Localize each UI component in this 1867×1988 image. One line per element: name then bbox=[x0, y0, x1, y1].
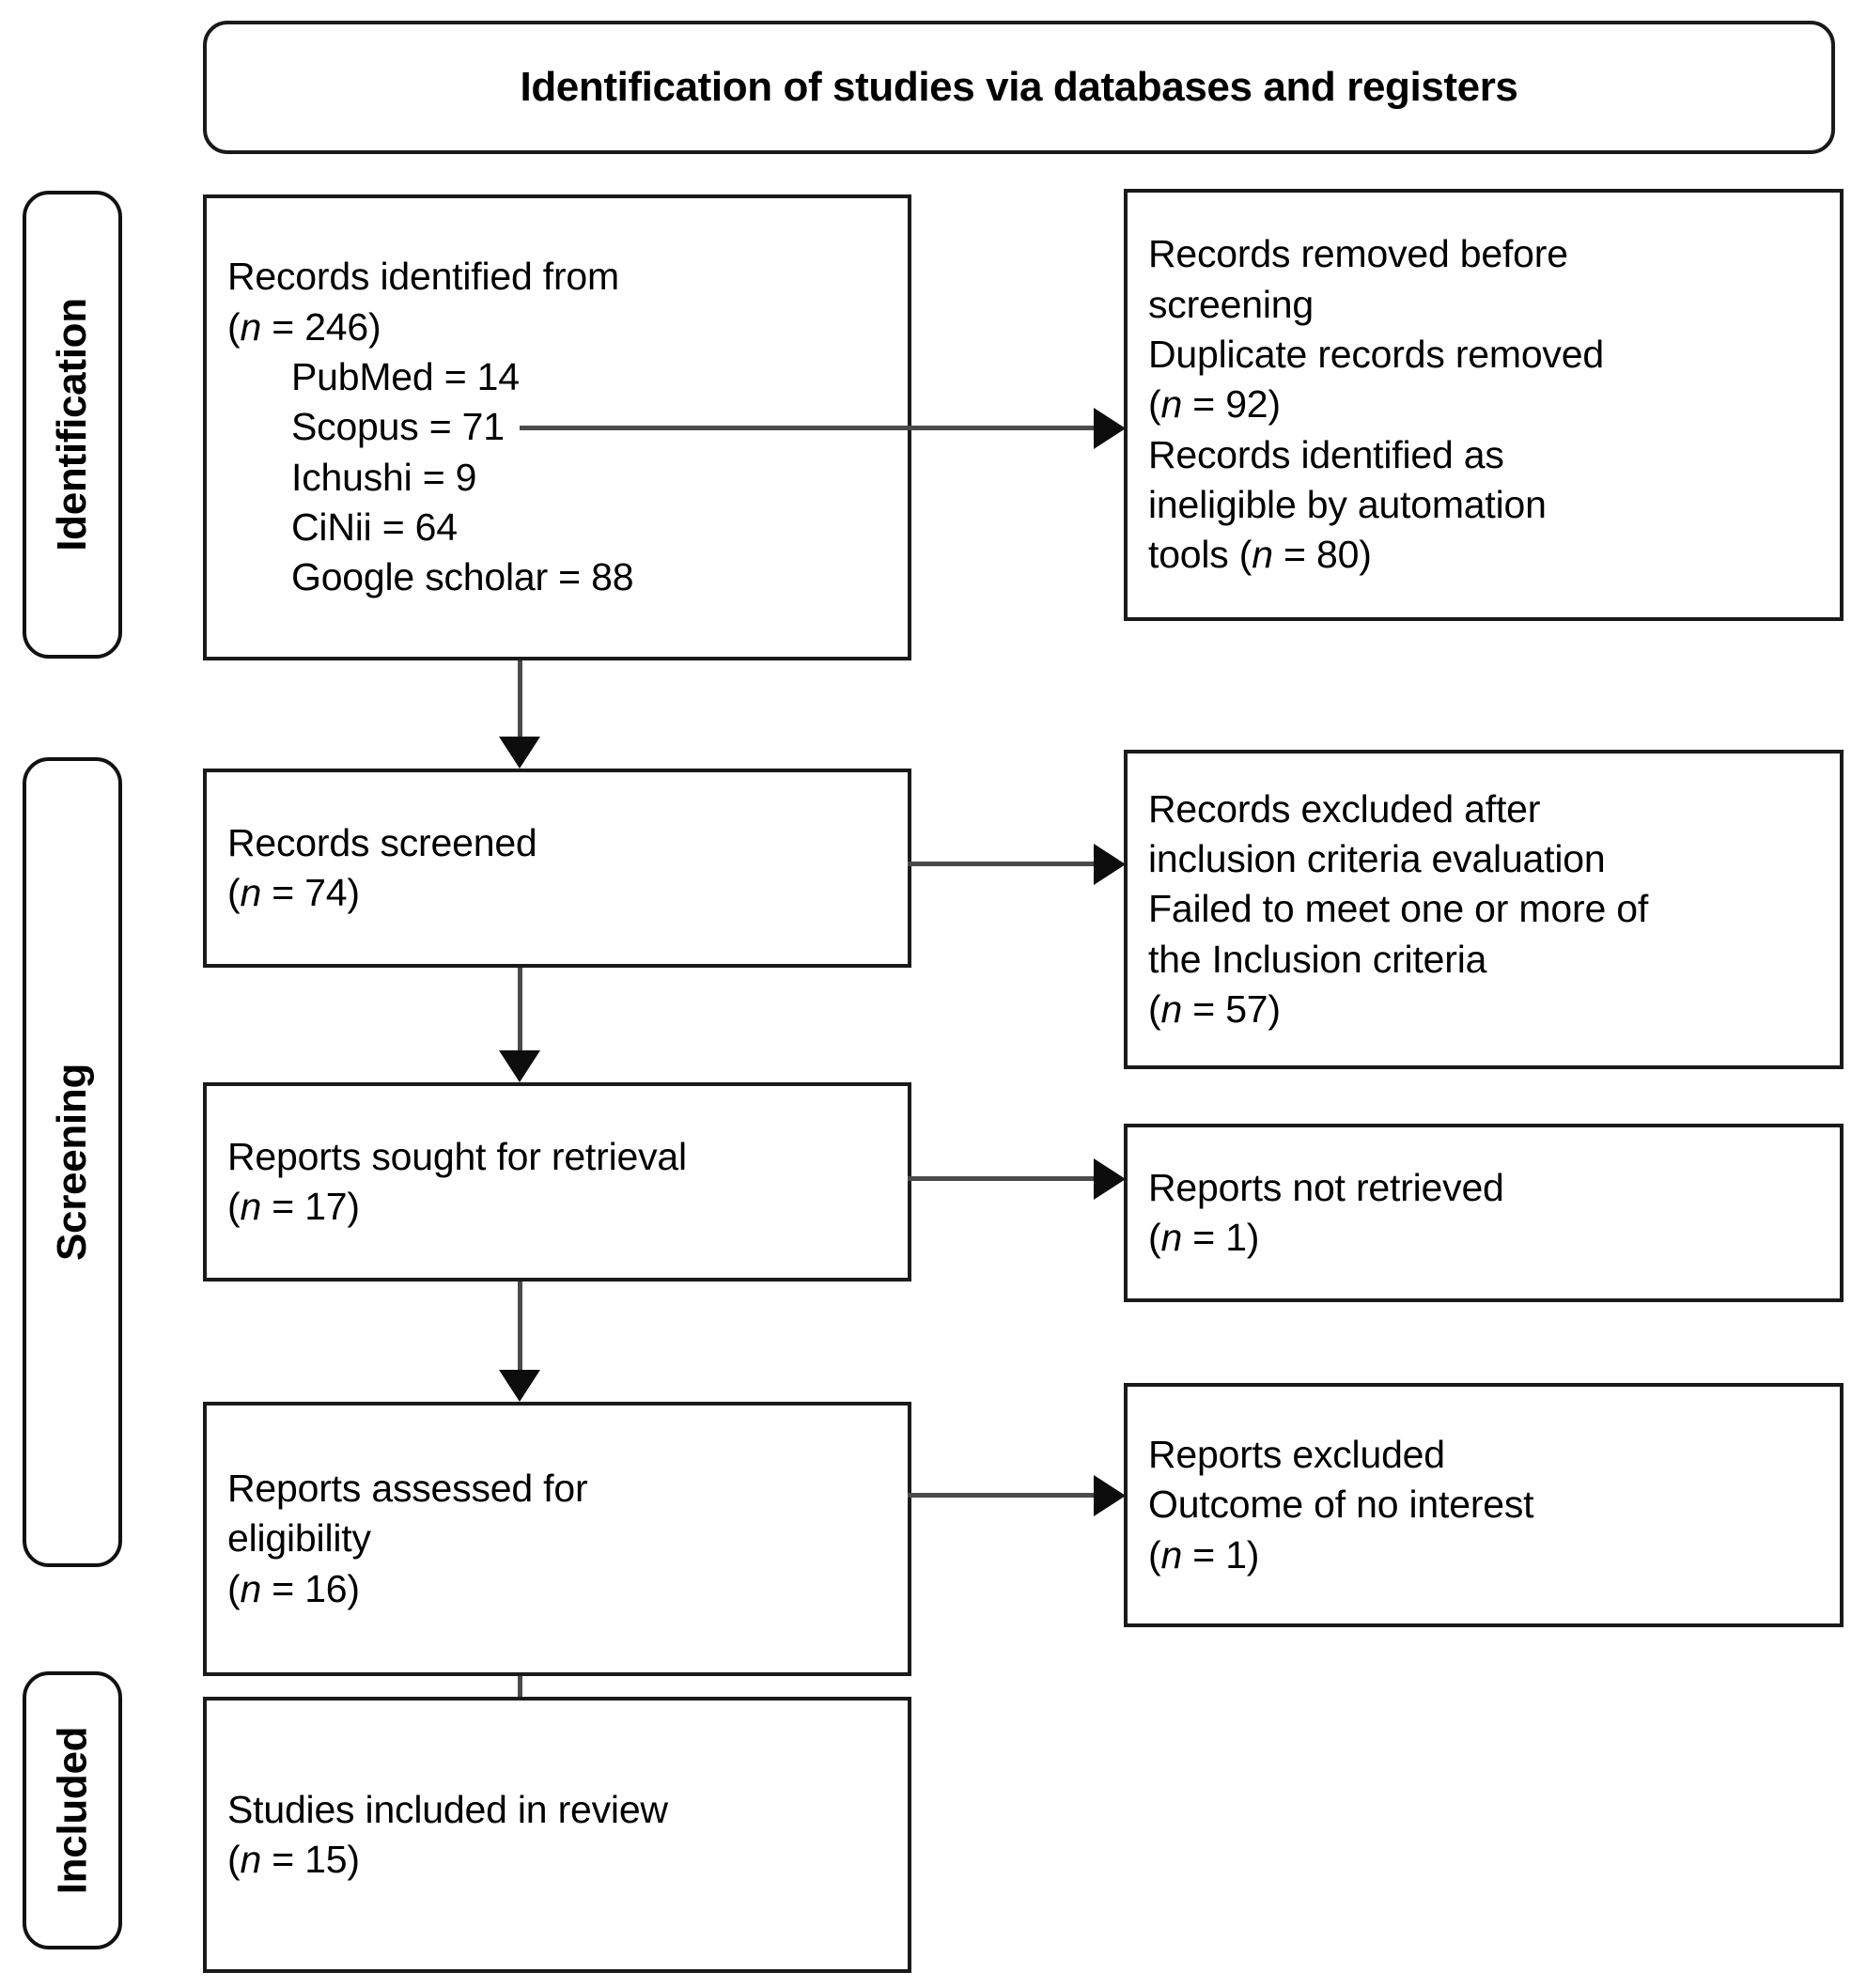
box-records-screened: Records screened (n = 74) bbox=[203, 769, 911, 968]
records-removed-tools-pre: tools ( bbox=[1148, 533, 1252, 577]
studies-included-n-symbol: n bbox=[240, 1838, 262, 1881]
source-ichushi: Ichushi = 9 bbox=[291, 455, 477, 499]
box-reports-not-retrieved: Reports not retrieved (n = 1) bbox=[1124, 1124, 1844, 1302]
box-reports-not-retrieved-text: Reports not retrieved (n = 1) bbox=[1128, 1163, 1840, 1264]
reports-not-retrieved-n-post: = 1) bbox=[1182, 1216, 1260, 1259]
source-google-scholar: Google scholar = 88 bbox=[291, 555, 634, 599]
reports-excluded-n-symbol: n bbox=[1160, 1532, 1183, 1576]
arrowhead-sought-to-not-retrieved bbox=[1094, 1158, 1126, 1200]
records-identified-n-symbol: n bbox=[240, 304, 262, 349]
box-reports-sought-text: Reports sought for retrieval (n = 17) bbox=[207, 1132, 908, 1233]
reports-excluded-line2: Outcome of no interest bbox=[1148, 1483, 1534, 1527]
studies-included-line1: Studies included in review bbox=[227, 1787, 668, 1831]
source-scopus: Scopus = 71 bbox=[291, 405, 505, 449]
records-screened-n-symbol: n bbox=[240, 871, 262, 914]
records-identified-n-pre: ( bbox=[227, 304, 241, 349]
reports-not-retrieved-line1: Reports not retrieved bbox=[1148, 1165, 1504, 1209]
box-reports-sought: Reports sought for retrieval (n = 17) bbox=[203, 1082, 911, 1281]
box-studies-included-text: Studies included in review (n = 15) bbox=[207, 1785, 908, 1886]
records-removed-tools-post: = 80) bbox=[1272, 533, 1372, 577]
connector-screened-to-excluded bbox=[908, 862, 1102, 866]
page-title: Identification of studies via databases … bbox=[520, 64, 1518, 111]
source-pubmed: PubMed = 14 bbox=[291, 355, 520, 399]
stage-label-identification: Identification bbox=[23, 191, 122, 659]
reports-excluded-n-post: = 1) bbox=[1182, 1532, 1260, 1576]
records-excluded-line1: Records excluded after bbox=[1148, 786, 1541, 831]
reports-sought-n-symbol: n bbox=[240, 1185, 262, 1228]
reports-not-retrieved-n-symbol: n bbox=[1160, 1216, 1183, 1259]
diagram-title-box: Identification of studies via databases … bbox=[203, 21, 1835, 154]
records-excluded-n-symbol: n bbox=[1160, 986, 1183, 1031]
source-cinii: CiNii = 64 bbox=[291, 505, 458, 549]
connector-sought-to-assessed bbox=[518, 1281, 522, 1374]
records-removed-tools-n-symbol: n bbox=[1252, 533, 1273, 577]
reports-not-retrieved-n-pre: ( bbox=[1148, 1216, 1161, 1259]
arrowhead-assessed-to-excluded bbox=[1094, 1475, 1126, 1516]
reports-assessed-n-post: = 16) bbox=[261, 1566, 360, 1610]
records-removed-line2: screening bbox=[1148, 282, 1314, 326]
studies-included-n-post: = 15) bbox=[261, 1838, 360, 1881]
connector-assessed-to-excluded bbox=[908, 1493, 1102, 1498]
connector-sought-to-not-retrieved bbox=[908, 1176, 1102, 1181]
records-screened-line1: Records screened bbox=[227, 820, 537, 864]
arrowhead-screened-to-sought bbox=[499, 1050, 540, 1082]
records-excluded-line3: Failed to meet one or more of bbox=[1148, 887, 1649, 931]
connector-identified-to-removed bbox=[520, 426, 1102, 430]
records-identified-n-post: = 246) bbox=[261, 304, 381, 349]
records-removed-line5: Records identified as bbox=[1148, 432, 1504, 476]
records-removed-line3: Duplicate records removed bbox=[1148, 333, 1604, 377]
stage-label-included: Included bbox=[23, 1671, 122, 1949]
box-studies-included: Studies included in review (n = 15) bbox=[203, 1697, 911, 1973]
reports-excluded-line1: Reports excluded bbox=[1148, 1433, 1445, 1477]
records-removed-line1: Records removed before bbox=[1148, 232, 1568, 276]
box-records-excluded-text: Records excluded after inclusion criteria… bbox=[1128, 784, 1840, 1034]
records-excluded-n-pre: ( bbox=[1148, 986, 1161, 1031]
box-records-screened-text: Records screened (n = 74) bbox=[207, 818, 908, 919]
reports-assessed-line2: eligibility bbox=[227, 1516, 371, 1561]
reports-assessed-n-symbol: n bbox=[240, 1566, 262, 1610]
stage-label-identification-text: Identification bbox=[49, 298, 96, 551]
connector-identified-to-screened bbox=[518, 660, 522, 740]
box-records-identified-text: Records identified from (n = 246) PubMed =… bbox=[207, 252, 908, 602]
records-excluded-n-post: = 57) bbox=[1182, 986, 1281, 1031]
arrowhead-identified-to-screened bbox=[499, 737, 540, 769]
records-screened-n-post: = 74) bbox=[261, 871, 360, 914]
stage-label-screening-text: Screening bbox=[49, 1063, 96, 1262]
records-removed-n-pre: ( bbox=[1148, 382, 1161, 427]
connector-screened-to-sought bbox=[518, 968, 522, 1054]
records-removed-n-symbol: n bbox=[1160, 382, 1183, 427]
box-reports-assessed-text: Reports assessed for eligibility (n = 16) bbox=[207, 1464, 908, 1614]
studies-included-n-pre: ( bbox=[227, 1838, 241, 1881]
records-removed-n-post: = 92) bbox=[1182, 382, 1281, 427]
reports-sought-n-post: = 17) bbox=[261, 1185, 360, 1228]
records-excluded-line4: the Inclusion criteria bbox=[1148, 937, 1487, 981]
reports-excluded-n-pre: ( bbox=[1148, 1532, 1161, 1576]
reports-sought-n-pre: ( bbox=[227, 1185, 241, 1228]
records-identified-line1: Records identified from bbox=[227, 255, 619, 299]
records-excluded-line2: inclusion criteria evaluation bbox=[1148, 837, 1606, 881]
arrowhead-sought-to-assessed bbox=[499, 1370, 540, 1402]
box-reports-assessed: Reports assessed for eligibility (n = 16) bbox=[203, 1402, 911, 1676]
arrowhead-screened-to-excluded bbox=[1094, 844, 1126, 885]
reports-assessed-n-pre: ( bbox=[227, 1566, 241, 1610]
stage-label-screening: Screening bbox=[23, 757, 122, 1567]
records-removed-line6: ineligible by automation bbox=[1148, 482, 1547, 526]
box-records-excluded: Records excluded after inclusion criteria… bbox=[1124, 750, 1844, 1069]
reports-assessed-line1: Reports assessed for bbox=[227, 1467, 588, 1511]
stage-label-included-text: Included bbox=[49, 1726, 95, 1895]
records-screened-n-pre: ( bbox=[227, 871, 241, 914]
arrowhead-identified-to-removed bbox=[1094, 408, 1126, 449]
reports-sought-line1: Reports sought for retrieval bbox=[227, 1134, 687, 1178]
